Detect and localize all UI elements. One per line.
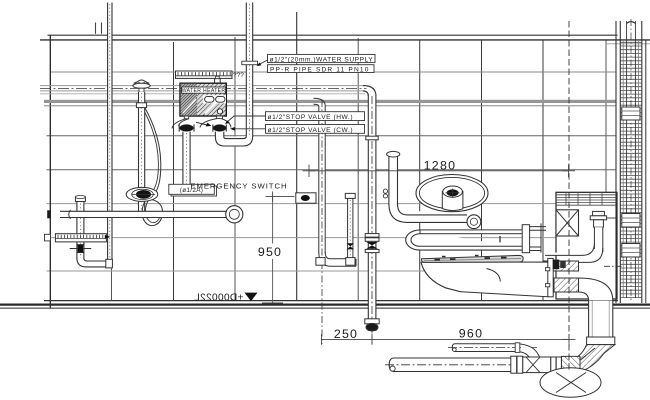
svg-text:ø1/2"STOP VALVE (HW.): ø1/2"STOP VALVE (HW.): [268, 114, 354, 121]
svg-text:ø1/2"STOP VALVE (CW.): ø1/2"STOP VALVE (CW.): [268, 127, 354, 134]
svg-text:950: 950: [258, 245, 282, 259]
svg-text:ø1/2"(20mm.)WATER SUPPLY: ø1/2"(20mm.)WATER SUPPLY: [270, 56, 374, 63]
svg-text:1280: 1280: [424, 159, 457, 173]
svg-text:???: ???: [233, 72, 244, 79]
svg-text:+D00022L: +D00022L: [194, 292, 244, 303]
svg-text:(ø1/2A): (ø1/2A): [180, 187, 203, 194]
svg-text:250: 250: [334, 327, 358, 341]
svg-text:PP-R PIPE SDR 11 PN10: PP-R PIPE SDR 11 PN10: [270, 66, 370, 73]
svg-text:WATER HEATER: WATER HEATER: [182, 88, 226, 94]
svg-text:960: 960: [459, 327, 484, 341]
svg-text:EMERGENCY SWITCH: EMERGENCY SWITCH: [190, 182, 287, 191]
